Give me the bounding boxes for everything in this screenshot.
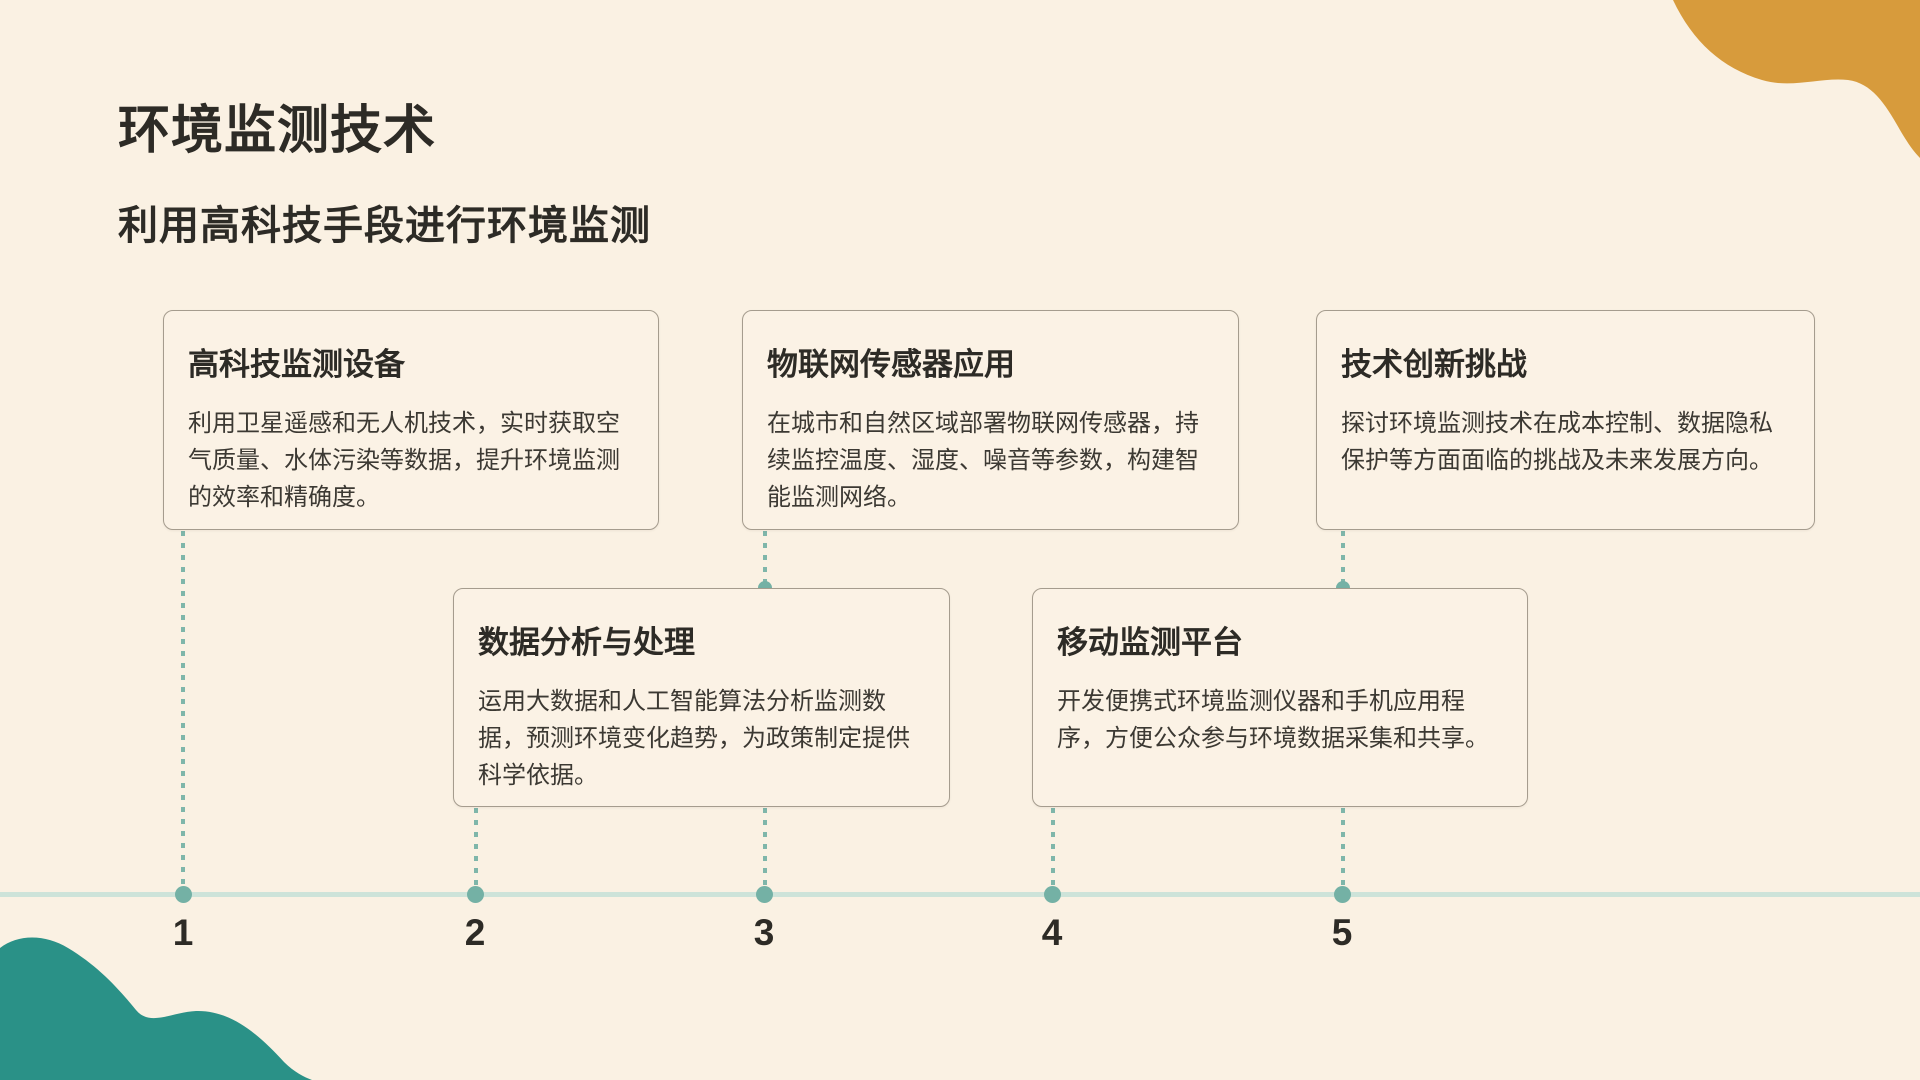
timeline-number-4: 4 xyxy=(1041,912,1063,953)
connector-line-3-upper xyxy=(763,531,767,583)
timeline-dot-1 xyxy=(175,886,192,903)
card-body: 开发便携式环境监测仪器和手机应用程序，方便公众参与环境数据采集和共享。 xyxy=(1057,688,1489,752)
card-body: 探讨环境监测技术在成本控制、数据隐私保护等方面面临的挑战及未来发展方向。 xyxy=(1341,410,1773,474)
card-body: 在城市和自然区域部署物联网传感器，持续监控温度、湿度、噪音等参数，构建智能监测网… xyxy=(767,410,1199,511)
timeline-card-5: 技术创新挑战 探讨环境监测技术在成本控制、数据隐私保护等方面面临的挑战及未来发展… xyxy=(1316,310,1815,530)
page-subtitle: 利用高科技手段进行环境监测 xyxy=(118,204,651,248)
card-body: 运用大数据和人工智能算法分析监测数据，预测环境变化趋势，为政策制定提供科学依据。 xyxy=(478,688,910,789)
timeline-axis xyxy=(0,892,1920,897)
orange-blob-decoration xyxy=(1673,0,1920,158)
timeline-dot-3 xyxy=(756,886,773,903)
card-title: 移动监测平台 xyxy=(1057,625,1243,660)
timeline-card-1: 高科技监测设备 利用卫星遥感和无人机技术，实时获取空气质量、水体污染等数据，提升… xyxy=(163,310,659,530)
card-title: 技术创新挑战 xyxy=(1341,347,1527,382)
timeline-number-2: 2 xyxy=(464,912,486,953)
connector-line-2 xyxy=(474,808,478,889)
teal-blob-decoration xyxy=(0,937,312,1080)
timeline-card-2: 数据分析与处理 运用大数据和人工智能算法分析监测数据，预测环境变化趋势，为政策制… xyxy=(453,588,950,807)
page-title: 环境监测技术 xyxy=(118,102,437,160)
timeline-dot-4 xyxy=(1044,886,1061,903)
connector-line-5-lower xyxy=(1341,808,1345,889)
timeline-number-3: 3 xyxy=(753,912,775,953)
timeline-number-5: 5 xyxy=(1331,912,1353,953)
card-title: 物联网传感器应用 xyxy=(767,347,1015,382)
timeline-card-3: 物联网传感器应用 在城市和自然区域部署物联网传感器，持续监控温度、湿度、噪音等参… xyxy=(742,310,1239,530)
connector-line-5-upper xyxy=(1341,531,1345,583)
connector-line-1 xyxy=(181,531,185,889)
card-body: 利用卫星遥感和无人机技术，实时获取空气质量、水体污染等数据，提升环境监测的效率和… xyxy=(188,410,620,511)
timeline-number-1: 1 xyxy=(172,912,194,953)
timeline-dot-5 xyxy=(1334,886,1351,903)
timeline-dot-2 xyxy=(467,886,484,903)
connector-line-3-lower xyxy=(763,808,767,889)
connector-line-4 xyxy=(1051,808,1055,889)
card-title: 数据分析与处理 xyxy=(478,625,695,660)
timeline-card-4: 移动监测平台 开发便携式环境监测仪器和手机应用程序，方便公众参与环境数据采集和共… xyxy=(1032,588,1528,807)
card-title: 高科技监测设备 xyxy=(188,347,405,382)
